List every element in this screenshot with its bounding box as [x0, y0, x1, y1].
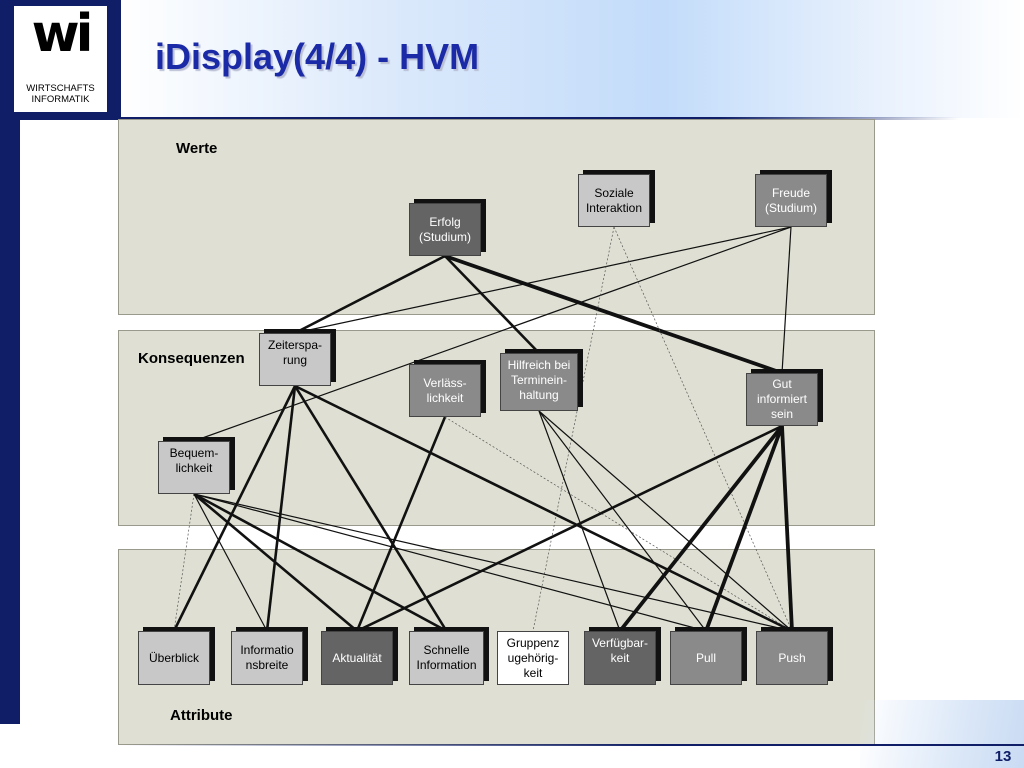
- node-zeitersparung: Zeiterspa- rung: [259, 333, 331, 386]
- edge-hilfreich-pull: [538, 410, 707, 632]
- edge-verlaesslichkeit-aktualitaet: [355, 416, 447, 632]
- footer-background: [860, 700, 1024, 768]
- node-verfuegbarkeit: Verfügbar- keit: [584, 631, 656, 685]
- edge-bequemlichkeit-schnelle: [193, 492, 448, 633]
- panel-werte: [118, 119, 875, 315]
- node-gruppenzugehoerigkeit: Gruppenz ugehörig- keit: [497, 631, 569, 685]
- wi-logo: wi WIRTSCHAFTS INFORMATIK: [14, 4, 107, 112]
- node-bequemlichkeit: Bequem- lichkeit: [158, 441, 230, 494]
- edge-erfolg-hilfreich: [444, 255, 540, 354]
- title-divider: [0, 117, 960, 120]
- edge-hilfreich-verfuegbarkeit: [538, 410, 621, 632]
- node-hilfreich: Hilfreich bei Terminein- haltung: [500, 353, 578, 411]
- header-background: [120, 0, 1024, 118]
- edge-zeitersparung-informationsbreite: [265, 385, 297, 632]
- node-schnelle-information: Schnelle Information: [409, 631, 484, 685]
- panel-label-konsequenzen: Konsequenzen: [138, 350, 245, 367]
- edge-bequemlichkeit-push: [193, 493, 793, 632]
- node-soziale-interaktion: Soziale Interaktion: [578, 174, 650, 227]
- edge-verlaesslichkeit-push: [444, 416, 793, 632]
- edge-zeitersparung-push: [294, 384, 793, 633]
- node-push: Push: [756, 631, 828, 685]
- logo-caption: WIRTSCHAFTS INFORMATIK: [26, 83, 95, 105]
- node-aktualitaet: Aktualität: [321, 631, 393, 685]
- edge-bequemlichkeit-informationsbreite: [193, 493, 268, 632]
- edge-freude-gut_informiert: [781, 226, 792, 374]
- edge-gut_informiert-verfuegbarkeit: [618, 424, 784, 633]
- edge-freude-zeitersparung: [294, 226, 792, 334]
- edge-bequemlichkeit-ueberblick: [173, 493, 195, 632]
- left-accent-bar: [0, 0, 20, 724]
- slide-title: iDisplay(4/4) - HVM: [155, 36, 480, 77]
- node-erfolg: Erfolg (Studium): [409, 203, 481, 256]
- edge-erfolg-zeitersparung: [294, 254, 446, 335]
- edge-gut_informiert-pull: [704, 425, 784, 632]
- page-number: 13: [994, 748, 1012, 765]
- node-pull: Pull: [670, 631, 742, 685]
- node-freude: Freude (Studium): [755, 174, 827, 227]
- node-ueberblick: Überblick: [138, 631, 210, 685]
- edge-zeitersparung-schnelle: [293, 385, 448, 632]
- wi-logo-mark: wi: [31, 4, 94, 64]
- edge-soziale-gruppenzugehoerigkeit: [532, 226, 615, 632]
- node-verlaesslichkeit: Verläss- lichkeit: [409, 364, 481, 417]
- footer-divider: [120, 744, 1024, 746]
- edge-erfolg-gut_informiert: [444, 254, 783, 375]
- panel-label-werte: Werte: [176, 140, 218, 157]
- edge-soziale-push: [613, 226, 793, 632]
- logo-block: wi WIRTSCHAFTS INFORMATIK: [0, 0, 121, 119]
- edge-hilfreich-push: [538, 410, 793, 632]
- edge-bequemlichkeit-pull: [193, 493, 707, 632]
- edge-gut_informiert-push: [780, 425, 794, 632]
- node-informationsbreite: Informatio nsbreite: [231, 631, 303, 685]
- edge-zeitersparung-ueberblick: [172, 385, 297, 632]
- panel-label-attribute: Attribute: [170, 707, 233, 724]
- node-gut-informiert: Gut informiert sein: [746, 373, 818, 426]
- edge-bequemlichkeit-aktualitaet: [193, 493, 358, 632]
- edge-gut_informiert-aktualitaet: [356, 424, 783, 633]
